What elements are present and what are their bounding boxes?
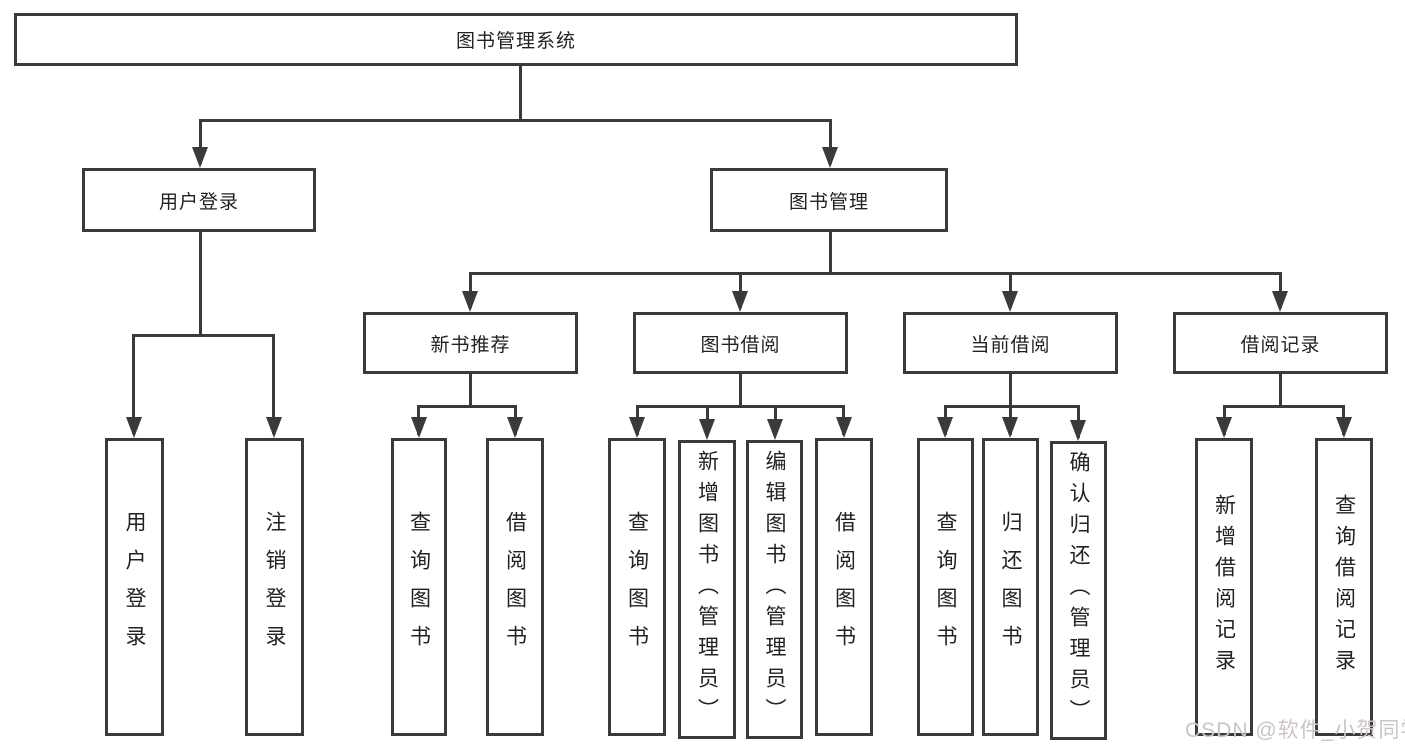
leaf-query-borrow-record-label: 查询借阅记录 [1332, 494, 1356, 680]
arrowhead-book-borrowing [732, 291, 748, 312]
connector-book-management-stem [829, 232, 832, 274]
arrowhead-borrow-books-2 [836, 417, 852, 438]
connector-borrowing-records-stem [1279, 374, 1282, 407]
leaf-borrow-books-2-label: 借阅图书 [832, 511, 856, 663]
leaf-query-books-1-label: 查询图书 [407, 511, 431, 663]
leaf-borrow-books-2: 借阅图书 [815, 438, 873, 736]
leaf-add-books-admin-label: 新增图书（管理员） [695, 450, 719, 729]
connector-level2-bar [199, 119, 832, 122]
leaf-confirm-return-admin-label: 确认归还（管理员） [1067, 451, 1090, 730]
leaf-borrow-books-1-label: 借阅图书 [503, 511, 527, 663]
node-user-login: 用户登录 [82, 168, 316, 232]
connector-to-leaf-user-login [132, 334, 135, 434]
connector-borrowing-records-bar [1223, 405, 1344, 408]
arrowhead-query-books-3 [937, 417, 953, 438]
connector-to-user-login [199, 119, 202, 164]
leaf-query-borrow-record: 查询借阅记录 [1315, 438, 1373, 736]
arrowhead-edit-books-admin [767, 419, 783, 440]
connector-to-current-borrowing [1009, 272, 1012, 308]
connector-book-borrowing-stem [739, 374, 742, 407]
connector-level3-bar [469, 272, 1282, 275]
arrowhead-return-books [1002, 417, 1018, 438]
leaf-return-books-label: 归还图书 [999, 511, 1022, 663]
arrowhead-borrowing-records [1272, 291, 1288, 312]
arrowhead-confirm-return-admin [1070, 420, 1086, 441]
leaf-query-books-2-label: 查询图书 [625, 511, 649, 663]
arrowhead-book-management [822, 147, 838, 168]
leaf-add-books-admin: 新增图书（管理员） [678, 440, 736, 739]
leaf-query-books-1: 查询图书 [391, 438, 447, 736]
connector-user-login-bar [132, 334, 275, 337]
leaf-user-login-label: 用户登录 [123, 511, 146, 663]
arrowhead-query-borrow-record [1336, 417, 1352, 438]
arrowhead-new-book-recommend [462, 291, 478, 312]
node-library-system: 图书管理系统 [14, 13, 1018, 66]
leaf-borrow-books-1: 借阅图书 [486, 438, 544, 736]
arrowhead-borrow-books-1 [507, 417, 523, 438]
node-current-borrowing-label: 当前借阅 [970, 334, 1051, 356]
leaf-add-borrow-record: 新增借阅记录 [1195, 438, 1253, 736]
connector-current-borrowing-stem [1009, 374, 1012, 407]
connector-to-book-borrowing [739, 272, 742, 308]
arrowhead-query-books-2 [629, 417, 645, 438]
node-current-borrowing: 当前借阅 [903, 312, 1118, 374]
leaf-add-borrow-record-label: 新增借阅记录 [1212, 494, 1236, 680]
leaf-edit-books-admin: 编辑图书（管理员） [746, 440, 803, 739]
node-borrowing-records: 借阅记录 [1173, 312, 1388, 374]
connector-new-book-recommend-stem [469, 374, 472, 407]
node-book-borrowing: 图书借阅 [633, 312, 848, 374]
leaf-edit-books-admin-label: 编辑图书（管理员） [763, 450, 786, 729]
node-book-management: 图书管理 [710, 168, 948, 232]
leaf-confirm-return-admin: 确认归还（管理员） [1050, 441, 1107, 740]
leaf-logout: 注销登录 [245, 438, 304, 736]
leaf-logout-label: 注销登录 [263, 511, 286, 663]
arrowhead-add-borrow-record [1216, 417, 1232, 438]
connector-new-book-recommend-bar [417, 405, 517, 408]
node-book-management-label: 图书管理 [788, 191, 869, 213]
connector-current-borrowing-bar [944, 405, 1080, 408]
connector-root-stem [519, 66, 522, 121]
arrowhead-user-login [192, 147, 208, 168]
connector-book-borrowing-bar [636, 405, 845, 408]
leaf-return-books: 归还图书 [982, 438, 1039, 736]
arrowhead-current-borrowing [1002, 291, 1018, 312]
connector-to-new-book-recommend [469, 272, 472, 308]
csdn-watermark: CSDN @软件_小贺同学 [1185, 719, 1405, 742]
node-user-login-label: 用户登录 [158, 191, 239, 213]
arrowhead-leaf-user-login [126, 417, 142, 438]
arrowhead-add-books-admin [699, 419, 715, 440]
node-new-book-recommend-label: 新书推荐 [430, 334, 511, 356]
connector-user-login-stem [199, 232, 202, 336]
connector-to-borrowing-records [1279, 272, 1282, 308]
leaf-query-books-3: 查询图书 [917, 438, 974, 736]
node-borrowing-records-label: 借阅记录 [1240, 334, 1321, 356]
leaf-user-login: 用户登录 [105, 438, 164, 736]
connector-to-leaf-logout [272, 334, 275, 434]
node-library-system-label: 图书管理系统 [455, 31, 576, 52]
leaf-query-books-2: 查询图书 [608, 438, 666, 736]
leaf-query-books-3-label: 查询图书 [934, 511, 957, 663]
connector-to-book-management [829, 119, 832, 164]
node-new-book-recommend: 新书推荐 [363, 312, 578, 374]
arrowhead-leaf-logout [266, 417, 282, 438]
node-book-borrowing-label: 图书借阅 [700, 334, 781, 356]
arrowhead-query-books-1 [411, 417, 427, 438]
